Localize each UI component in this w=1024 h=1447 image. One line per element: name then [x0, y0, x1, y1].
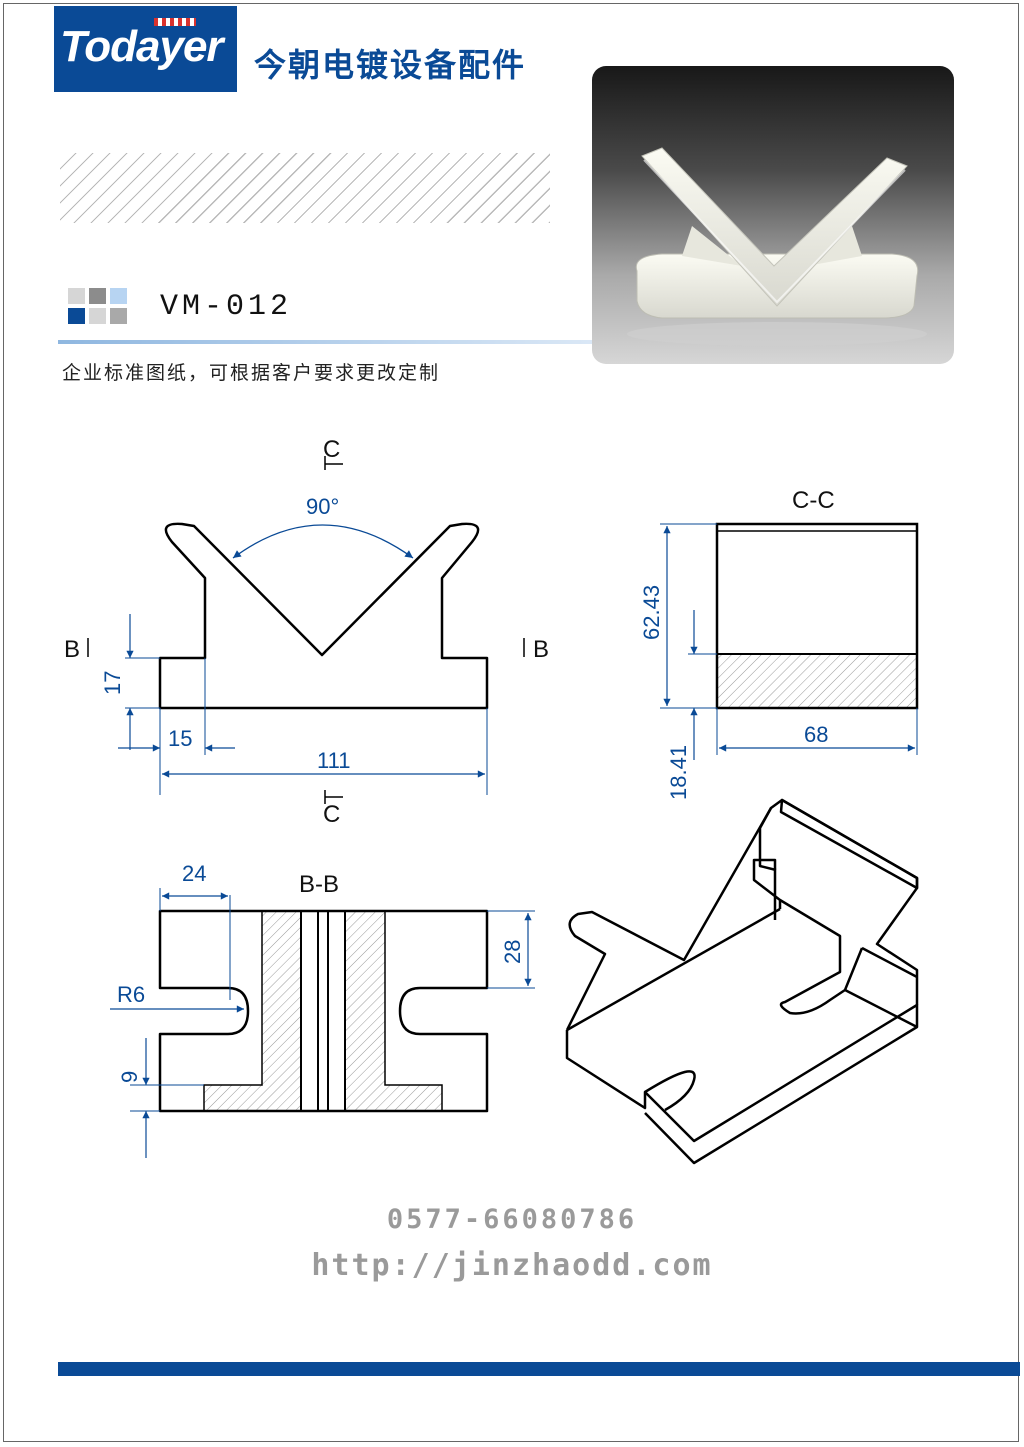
decorative-squares — [68, 288, 128, 326]
isometric-view — [565, 798, 919, 1165]
section-c-top-label: C — [323, 436, 340, 463]
radius-r6-dim: R6 — [117, 982, 145, 1007]
width-111-dim: 111 — [317, 748, 350, 773]
height-18-41-dim: 18.41 — [666, 745, 691, 800]
model-number: VM-012 — [160, 290, 293, 324]
base-9-dim: 9 — [117, 1071, 142, 1083]
height-28-dim: 28 — [500, 940, 525, 964]
contact-website[interactable]: http://jinzhaodd.com — [311, 1248, 713, 1283]
logo-text: Todayer — [60, 22, 224, 71]
logo-checker-decoration — [154, 18, 196, 26]
product-photo-illustration — [627, 147, 927, 346]
section-c-bottom-label: C — [323, 801, 340, 828]
section-view-title: B-B — [299, 871, 339, 898]
height-17-dim: 17 — [100, 671, 125, 695]
offset-15-dim: 15 — [168, 726, 192, 751]
section-b-left-label: B — [64, 636, 80, 663]
width-24-dim: 24 — [182, 861, 206, 886]
side-view-c-c: C-C 62.43 18.41 68 — [639, 487, 919, 800]
product-photo — [592, 66, 954, 364]
angle-label: 90° — [306, 494, 339, 519]
brand-logo: Todayer — [54, 6, 237, 92]
page-frame — [3, 3, 1019, 1442]
footer-bar — [58, 1362, 1020, 1376]
front-view: 90° C C B B 17 15 111 — [64, 436, 549, 828]
title-rule — [58, 340, 598, 344]
side-view-title: C-C — [792, 487, 835, 514]
section-view-b-b: B-B 24 28 R6 9 — [110, 861, 535, 1158]
decorative-hatch-band — [60, 153, 550, 223]
section-b-right-label: B — [533, 636, 549, 663]
company-name: 今朝电镀设备配件 — [254, 46, 527, 84]
height-62-43-dim: 62.43 — [639, 585, 664, 640]
product-subtitle: 企业标准图纸，可根据客户要求更改定制 — [62, 362, 441, 384]
width-68-dim: 68 — [804, 722, 828, 747]
contact-phone: 0577-66080786 — [386, 1204, 638, 1235]
